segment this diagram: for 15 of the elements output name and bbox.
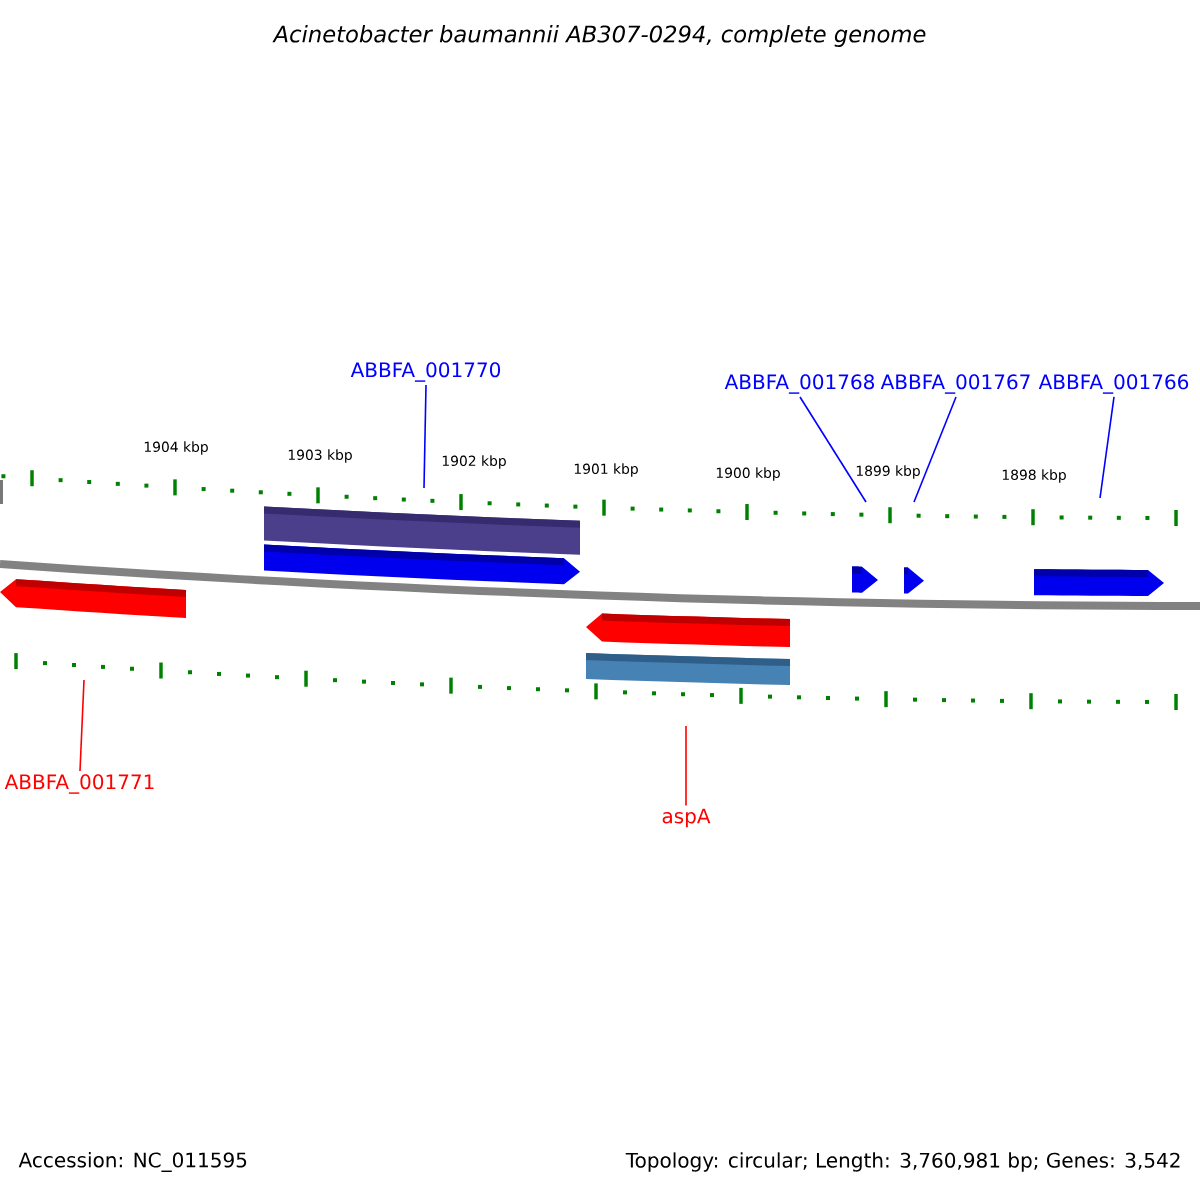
leader-line	[1099, 396, 1115, 499]
footer-text: Accession: NC_011595	[18, 1152, 247, 1172]
gene-label: ABBFA_001771	[4, 774, 154, 794]
leader-line	[685, 725, 687, 807]
gene-label: ABBFA_001766	[1038, 374, 1189, 394]
leader-line	[423, 384, 427, 489]
gene-label: ABBFA_001768	[724, 374, 874, 394]
gene-label: aspA	[662, 808, 711, 828]
leader-line	[79, 679, 85, 772]
gene-label: ABBFA_001770	[350, 362, 501, 382]
leader-line	[913, 396, 957, 503]
leader-line	[799, 396, 867, 503]
title: Acinetobacter baumannii AB307-0294, complete genome	[272, 25, 926, 47]
gene-label: ABBFA_001767	[880, 374, 1030, 394]
footer-text: Topology: circular; Length: 3,760,981 bp; Genes: 3,542	[625, 1152, 1180, 1172]
